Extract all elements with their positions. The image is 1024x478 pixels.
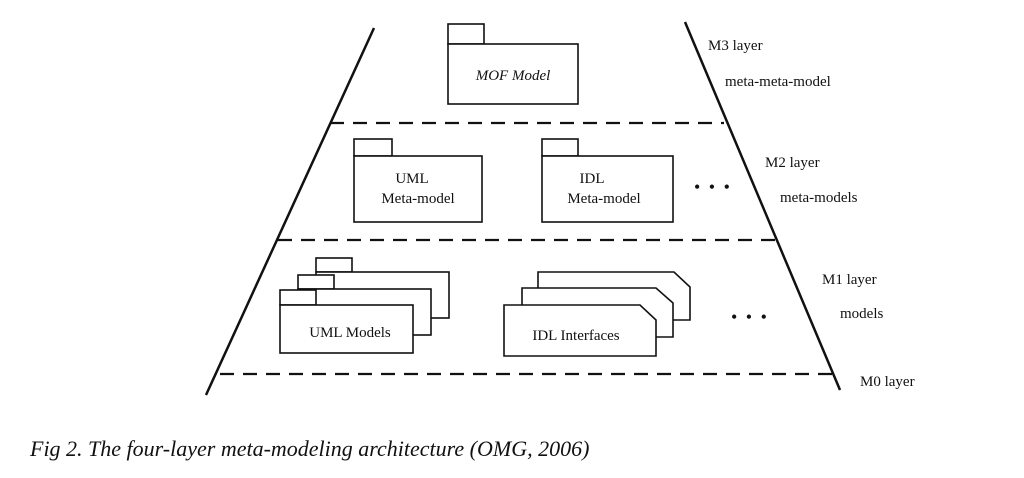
uml-model-front-body [279,304,414,354]
m2-ellipsis: • • • [694,177,732,197]
idl-metamodel-tab [541,138,579,157]
uml-metamodel-package: UML Meta-model [353,138,483,223]
idl-interfaces-label: IDL Interfaces [532,328,619,344]
idl-interfaces-stack: IDL Interfaces [503,271,691,357]
m0-layer-name: M0 layer [860,374,915,390]
m3-layer-name: M3 layer [708,38,763,54]
mof-package-tab [447,23,485,45]
idl-interface-front [503,304,657,357]
uml-model-back-tab [315,257,353,273]
m3-layer-description: meta-meta-model [725,74,831,90]
mof-package-body [447,43,579,105]
uml-model-front-tab [279,289,317,306]
pyramid-right-edge [683,21,842,391]
idl-metamodel-line1: IDL [580,171,605,187]
m2-layer-name: M2 layer [765,155,820,171]
uml-metamodel-line1: UML [395,171,428,187]
uml-metamodel-line2: Meta-model [381,191,454,207]
m1-layer-name: M1 layer [822,272,877,288]
uml-metamodel-tab [353,138,393,157]
idl-metamodel-body [541,155,674,223]
m1-ellipsis: • • • [731,307,769,327]
idl-metamodel-line2: Meta-model [567,191,640,207]
uml-models-label: UML Models [309,325,391,341]
m2-layer-description: meta-models [780,190,858,206]
mof-model-package: MOF Model [447,23,579,105]
pyramid-left-edge [204,27,376,396]
idl-metamodel-package: IDL Meta-model [541,138,674,223]
m1-layer-description: models [840,306,883,322]
meta-modeling-diagram: MOF Model UML Meta-model IDL Meta-model … [204,21,915,396]
mof-model-label: MOF Model [475,68,551,84]
figure-caption: Fig 2. The four-layer meta-modeling arch… [30,436,590,461]
uml-metamodel-body [353,155,483,223]
uml-models-stack: UML Models [279,257,450,354]
uml-model-mid-tab [297,274,335,290]
